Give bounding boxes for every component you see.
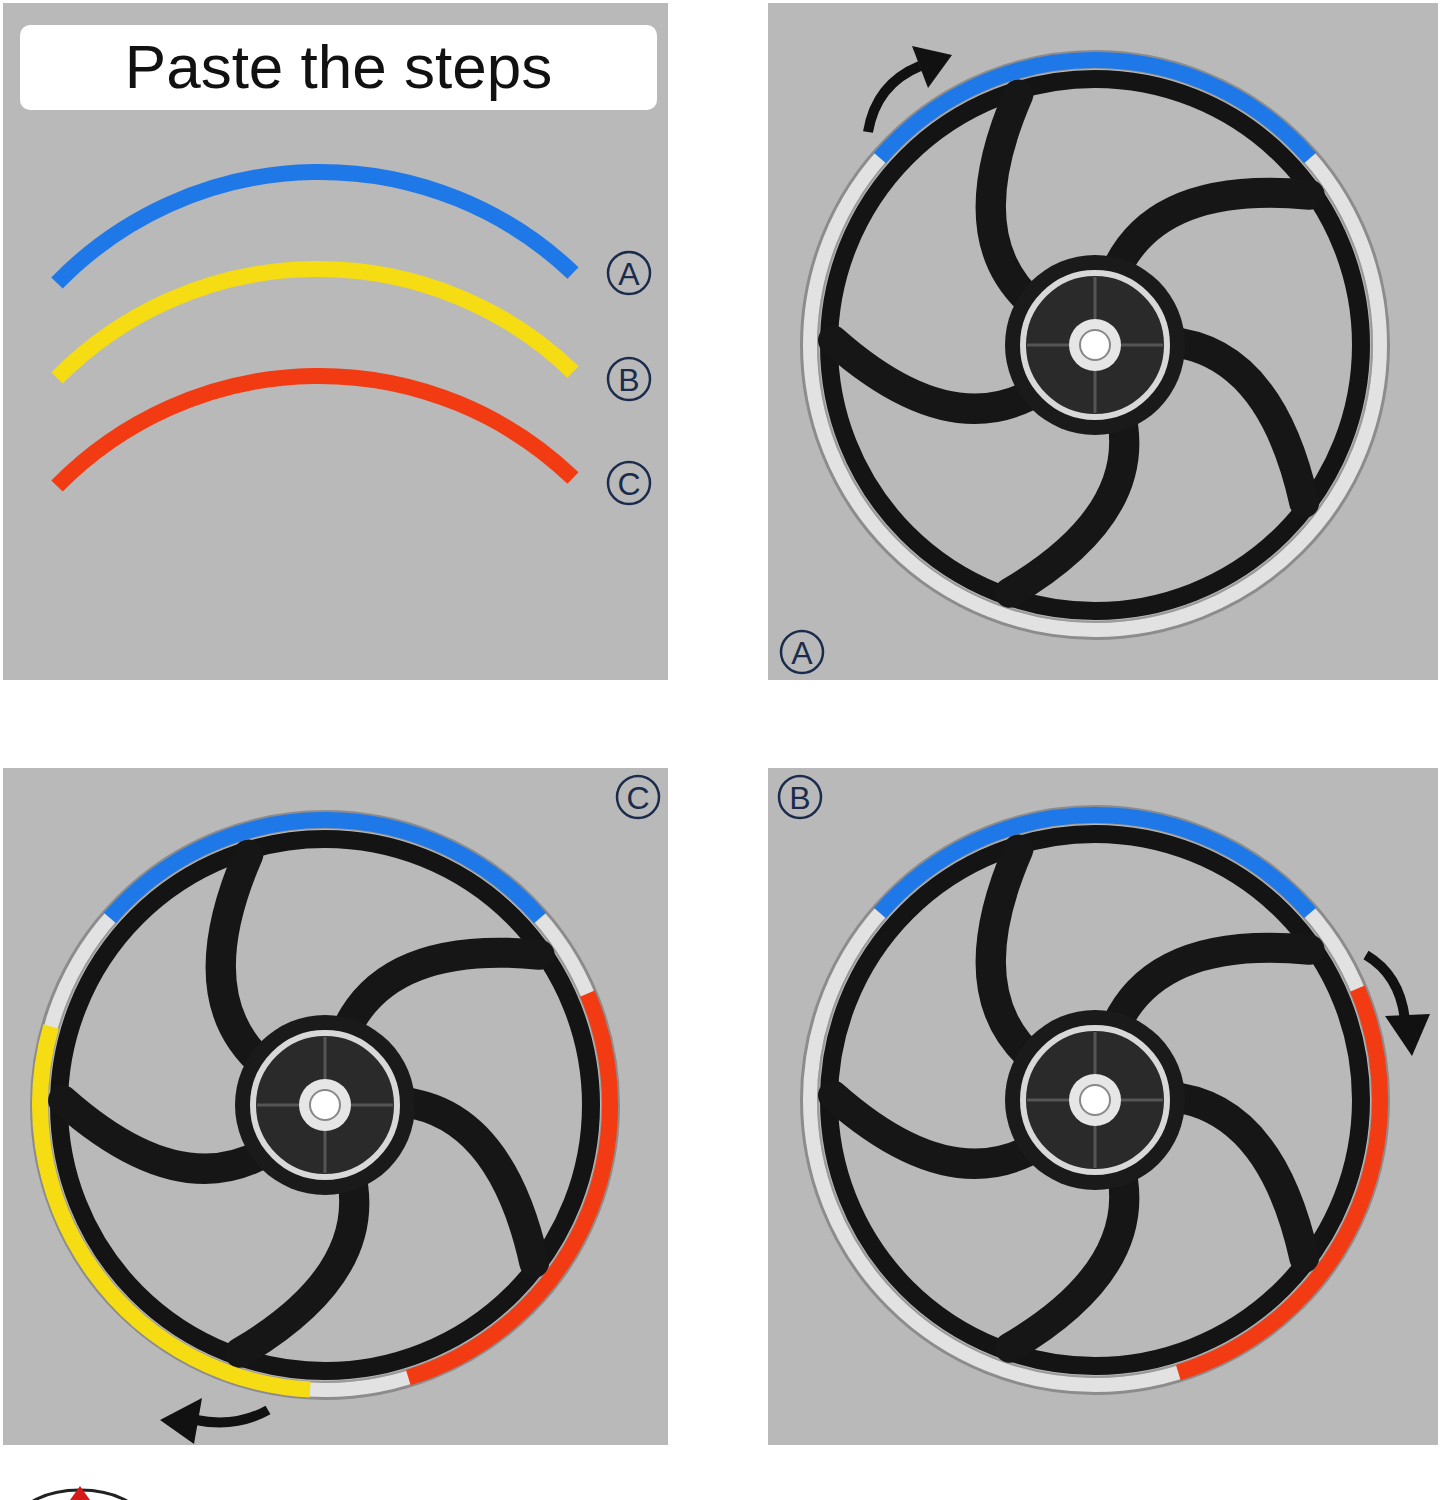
- sticker-strip: [57, 376, 573, 486]
- logo-fragment: [70, 1486, 90, 1500]
- wheel: [32, 812, 618, 1398]
- label-circle: [781, 631, 823, 673]
- step-letter: C: [626, 782, 649, 814]
- rim-sticker: [110, 820, 540, 918]
- label-circle: [617, 776, 659, 818]
- wheel: [802, 52, 1388, 638]
- rim-sticker: [408, 994, 610, 1378]
- panel-ground: [3, 768, 668, 1445]
- panel-ground: [768, 768, 1438, 1445]
- wheel: [802, 807, 1388, 1393]
- title-box: Paste the steps: [20, 25, 657, 110]
- step-letter: C: [617, 468, 640, 500]
- rim-sticker: [880, 815, 1310, 913]
- label-circle: [608, 252, 650, 294]
- direction-arrow: [160, 1398, 268, 1444]
- title-text: Paste the steps: [125, 33, 552, 101]
- step-letter: A: [618, 258, 639, 290]
- panel-ground: [768, 3, 1438, 680]
- label-circle: [608, 358, 650, 400]
- label-circle: [779, 776, 821, 818]
- panel-ground: [3, 3, 668, 680]
- direction-arrow: [868, 46, 952, 132]
- step-letter: A: [791, 637, 812, 669]
- step-letter: B: [618, 364, 639, 396]
- label-circle: [608, 462, 650, 504]
- rim-sticker: [1178, 989, 1380, 1373]
- rim-sticker: [40, 1026, 310, 1389]
- step-letter: B: [789, 782, 810, 814]
- direction-arrow: [1366, 955, 1430, 1056]
- rim-sticker: [880, 60, 1310, 158]
- sticker-strip: [57, 269, 573, 378]
